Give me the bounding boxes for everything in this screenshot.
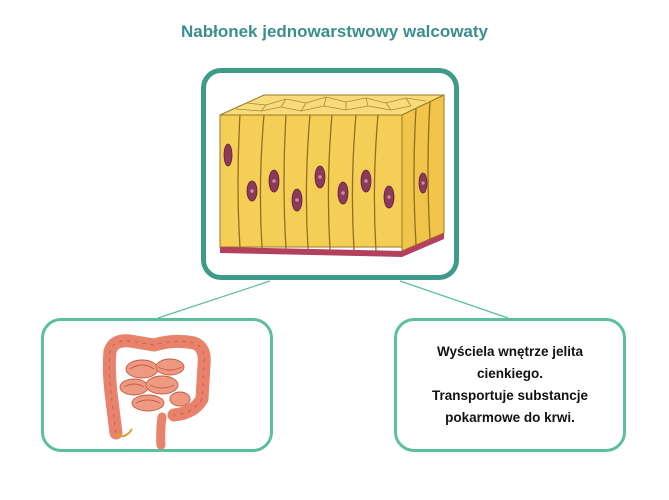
connector-left [157,280,271,319]
description-line: Transportuje substancje [431,388,589,403]
tissue-image-box [201,68,459,280]
description-line: pokarmowe do krwi. [445,410,575,425]
connector-right [399,280,509,319]
description-line: cienkiego. [476,366,543,381]
description-box: Wyściela wnętrze jelita cienkiego. Trans… [394,318,626,452]
description-line: Wyściela wnętrze jelita [436,344,584,359]
intestine-image-box [41,318,273,452]
description-text: Wyściela wnętrze jelita cienkiego. Trans… [432,341,588,429]
epithelium-illustration [219,94,445,257]
nucleus [223,143,233,167]
intestine-illustration [102,334,211,449]
diagram-title: Nabłonek jednowarstwowy walcowaty [180,22,489,41]
